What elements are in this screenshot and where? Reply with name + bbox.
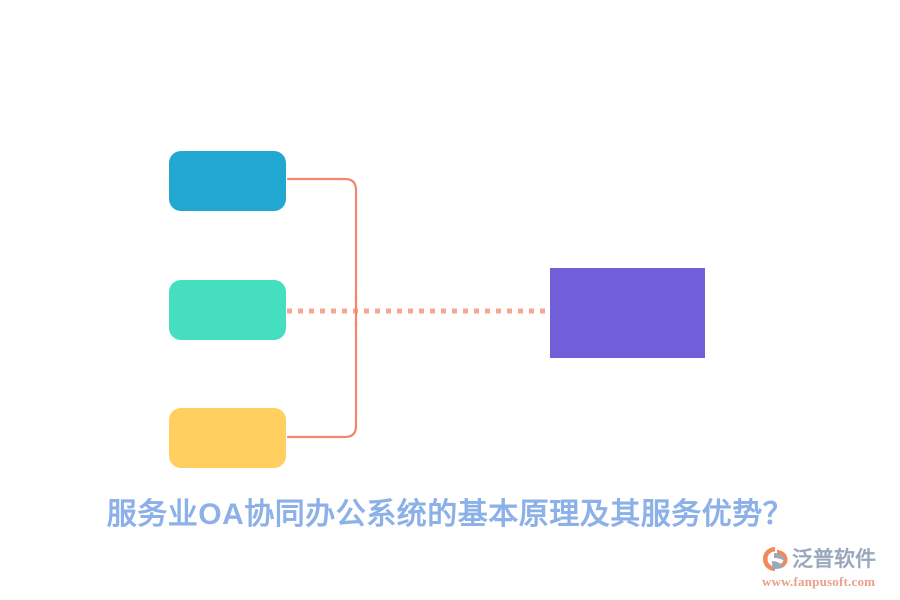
page-title: 服务业OA协同办公系统的基本原理及其服务优势？ <box>106 498 794 531</box>
connector-yellow-to-trunk <box>286 320 358 439</box>
connector-blue-to-trunk <box>286 177 358 302</box>
diagram-node-green[interactable] <box>169 280 286 340</box>
brand-url: www.fanpusoft.com <box>762 574 876 589</box>
fanpu-logo-mark-icon <box>763 547 788 571</box>
diagram-node-yellow[interactable] <box>169 408 286 468</box>
diagram-node-purple[interactable] <box>550 268 705 358</box>
diagram-node-blue[interactable] <box>169 151 286 211</box>
brand-name: 泛普软件 <box>792 547 876 571</box>
brand-logo: 泛普软件 www.fanpusoft.com <box>762 545 892 591</box>
